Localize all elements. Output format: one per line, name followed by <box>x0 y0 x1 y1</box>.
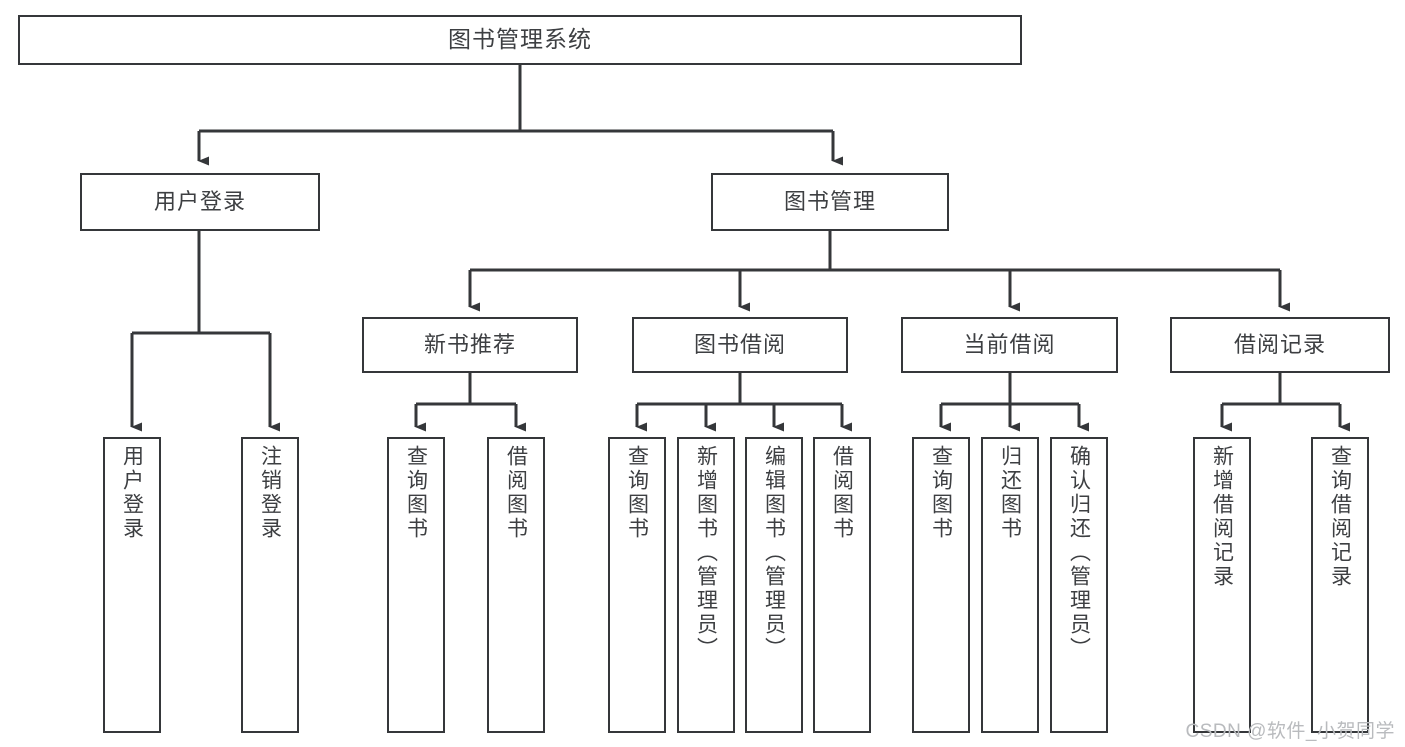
leaf-confirm-return-admin[interactable]: 确认归还（管理员） <box>1050 437 1108 733</box>
leaf-add-book-admin[interactable]: 新增图书（管理员） <box>677 437 735 733</box>
leaf-borrow-book-newbook[interactable]: 借阅图书 <box>487 437 545 733</box>
node-label: 注销登录 <box>258 445 282 541</box>
node-label: 归还图书 <box>998 445 1022 541</box>
node-borrow-record[interactable]: 借阅记录 <box>1170 317 1390 373</box>
leaf-edit-book-admin[interactable]: 编辑图书（管理员） <box>745 437 803 733</box>
node-label: 用户登录 <box>153 189 246 215</box>
node-label: 借阅图书 <box>504 445 528 541</box>
node-label: 图书借阅 <box>693 332 786 358</box>
node-current-borrow[interactable]: 当前借阅 <box>901 317 1118 373</box>
watermark: CSDN @软件_小贺同学 <box>1185 721 1395 742</box>
node-label: 编辑图书（管理员） <box>762 445 786 661</box>
node-book-borrow[interactable]: 图书借阅 <box>632 317 848 373</box>
node-label: 查询借阅记录 <box>1328 445 1352 589</box>
node-label: 新增借阅记录 <box>1210 445 1234 589</box>
node-label: 图书管理 <box>783 189 876 215</box>
leaf-logout[interactable]: 注销登录 <box>241 437 299 733</box>
node-label: 借阅图书 <box>830 445 854 541</box>
node-label: 新书推荐 <box>423 332 516 358</box>
node-user-login[interactable]: 用户登录 <box>80 173 320 231</box>
leaf-return-book[interactable]: 归还图书 <box>981 437 1039 733</box>
leaf-borrow-book[interactable]: 借阅图书 <box>813 437 871 733</box>
node-label: 查询图书 <box>404 445 428 541</box>
node-label: 查询图书 <box>929 445 953 541</box>
leaf-query-borrow-record[interactable]: 查询借阅记录 <box>1311 437 1369 733</box>
node-book-management[interactable]: 图书管理 <box>711 173 949 231</box>
node-root-book-management-system[interactable]: 图书管理系统 <box>18 15 1022 65</box>
leaf-query-book-borrow[interactable]: 查询图书 <box>608 437 666 733</box>
node-new-book-recommend[interactable]: 新书推荐 <box>362 317 578 373</box>
node-label: 查询图书 <box>625 445 649 541</box>
node-label: 新增图书（管理员） <box>694 445 718 661</box>
leaf-user-login[interactable]: 用户登录 <box>103 437 161 733</box>
leaf-query-book-newbook[interactable]: 查询图书 <box>387 437 445 733</box>
node-label: 当前借阅 <box>963 332 1056 358</box>
node-label: 确认归还（管理员） <box>1067 445 1091 661</box>
node-label: 用户登录 <box>120 445 144 541</box>
leaf-query-book-current[interactable]: 查询图书 <box>912 437 970 733</box>
node-label: 图书管理系统 <box>448 26 592 53</box>
node-label: 借阅记录 <box>1233 332 1326 358</box>
leaf-add-borrow-record[interactable]: 新增借阅记录 <box>1193 437 1251 733</box>
